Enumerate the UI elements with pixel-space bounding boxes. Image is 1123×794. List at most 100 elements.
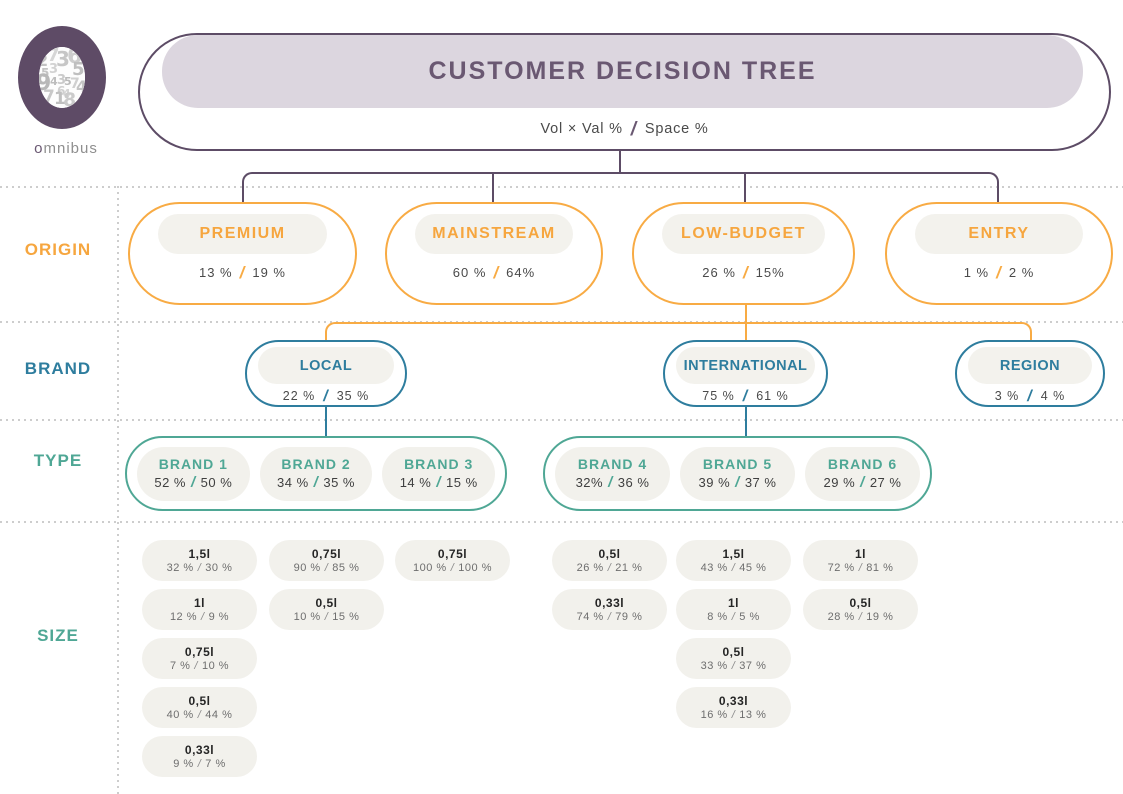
node-values: 10 %/15 % <box>294 611 360 623</box>
value-slash: / <box>191 474 196 491</box>
node-values: 32%/36 % <box>576 474 650 491</box>
value-slash: / <box>436 474 442 491</box>
label-column-divider <box>117 186 119 794</box>
space-value: 15% <box>755 265 785 280</box>
space-value: 19 % <box>866 611 894 623</box>
space-value: 9 % <box>208 611 230 623</box>
space-value: 19 % <box>252 265 286 280</box>
logo-digit: 9 <box>39 71 52 96</box>
size-node: 1,5l 32 %/30 % <box>142 540 257 581</box>
logo-digit: 4 <box>50 75 58 88</box>
row-label-type: TYPE <box>33 451 83 470</box>
space-value: 27 % <box>869 475 902 490</box>
logo-digit: 5 <box>41 66 50 80</box>
vol-value: 72 % <box>827 562 855 574</box>
connector-lowbudget-stem <box>745 304 747 323</box>
vol-value: 75 % <box>702 389 735 403</box>
node-name: BRAND 4 <box>577 456 648 472</box>
space-value: 37 % <box>744 475 777 490</box>
vol-value: 8 % <box>707 611 728 623</box>
row-divider-size <box>0 521 1123 523</box>
size-label: 0,5l <box>188 694 211 708</box>
logo-digit: 7 <box>43 87 55 107</box>
logo-digit: 3 <box>57 73 67 88</box>
origin-node-entry: ENTRY 1 %/2 % <box>885 202 1113 305</box>
value-slash: / <box>731 660 736 672</box>
logo-digit: 4 <box>63 87 71 100</box>
value-slash: / <box>608 474 613 491</box>
space-value: 79 % <box>615 611 643 623</box>
logo-digit: 5 <box>72 59 85 80</box>
value-slash: / <box>201 611 205 623</box>
node-values: 22 %/35 % <box>247 388 405 406</box>
space-value: 21 % <box>615 562 643 574</box>
legend-slash: / <box>630 119 637 140</box>
node-name: BRAND 2 <box>281 456 351 472</box>
node-values: 60 %/64% <box>387 263 601 283</box>
size-node: 0,75l 90 %/85 % <box>269 540 384 581</box>
space-value: 4 % <box>1040 389 1066 403</box>
type-node-brand4: BRAND 4 32%/36 % <box>555 446 670 501</box>
node-values: 29 %/27 % <box>824 474 902 491</box>
space-value: 64% <box>506 265 536 280</box>
connector-drop-lowbudget <box>744 173 746 202</box>
connector-brand-bracket <box>325 322 1032 340</box>
node-name: MAINSTREAM <box>432 225 556 242</box>
value-slash: / <box>194 660 198 672</box>
vol-value: 13 % <box>198 265 233 280</box>
node-name-pill: LOCAL <box>258 347 394 384</box>
node-values: 1 %/2 % <box>887 263 1111 283</box>
brand-node-international: INTERNATIONAL 75 %/61 % <box>663 340 828 407</box>
value-slash: / <box>197 562 202 574</box>
node-values: 34 %/35 % <box>277 474 355 491</box>
size-node: 0,5l 10 %/15 % <box>269 589 384 630</box>
vol-value: 40 % <box>166 709 194 721</box>
space-value: 15 % <box>446 475 478 490</box>
value-slash: / <box>313 474 319 491</box>
size-label: 0,75l <box>184 645 215 659</box>
node-values: 28 %/19 % <box>828 611 894 623</box>
node-values: 7 %/10 % <box>170 660 229 672</box>
legend-space: Space % <box>644 121 709 137</box>
row-label-origin: ORIGIN <box>24 240 92 259</box>
vol-value: 74 % <box>576 611 604 623</box>
type-node-brand5: BRAND 5 39 %/37 % <box>680 446 795 501</box>
node-values: 16 %/13 % <box>701 709 767 721</box>
node-values: 13 %/19 % <box>130 263 355 283</box>
type-node-brand6: BRAND 6 29 %/27 % <box>805 446 920 501</box>
logo-numbers-icon: 2 7 3 6 5 3 5 9 4 3 5 7 4 6 4 7 1 8 <box>39 47 85 108</box>
size-label: 0,5l <box>722 645 745 659</box>
vol-value: 3 % <box>994 389 1020 403</box>
node-values: 3 % / 4 % <box>957 388 1103 406</box>
vol-value: 90 % <box>293 562 321 574</box>
node-name-pill: MAINSTREAM <box>415 214 573 254</box>
vol-value: 60 % <box>452 265 487 280</box>
header-title-pill: CUSTOMER DECISION TREE <box>162 35 1083 108</box>
omnibus-logo: 2 7 3 6 5 3 5 9 4 3 5 7 4 6 4 7 1 8 omni… <box>14 24 118 164</box>
logo-digit: 6 <box>67 47 83 69</box>
space-value: 2 % <box>1008 265 1035 280</box>
node-values: 8 %/5 % <box>707 611 760 623</box>
logo-digit: 3 <box>56 47 70 71</box>
space-value: 30 % <box>205 562 233 574</box>
size-node: 0,75l 7 %/10 % <box>142 638 257 679</box>
space-value: 15 % <box>332 611 360 623</box>
node-values: 26 %/15% <box>634 263 853 283</box>
node-name-pill: INTERNATIONAL <box>676 347 815 384</box>
vol-value: 52 % <box>154 475 186 490</box>
space-value: 100 % <box>458 562 492 574</box>
value-slash: / <box>858 562 863 574</box>
size-label: 1l <box>193 596 205 610</box>
size-label: 0,5l <box>849 596 872 610</box>
value-slash: / <box>324 611 329 623</box>
node-values: 26 %/21 % <box>577 562 643 574</box>
size-node: 0,5l 40 %/44 % <box>142 687 257 728</box>
vol-value: 9 % <box>173 758 194 770</box>
metric-legend: Vol × Val %/Space % <box>140 119 1109 141</box>
value-slash: / <box>1027 388 1033 405</box>
logo-digit: 1 <box>54 89 66 108</box>
logo-digit: 5 <box>64 75 72 88</box>
size-node: 0,33l 9 %/7 % <box>142 736 257 777</box>
size-label: 1l <box>854 547 866 561</box>
vol-value: 14 % <box>399 475 432 490</box>
